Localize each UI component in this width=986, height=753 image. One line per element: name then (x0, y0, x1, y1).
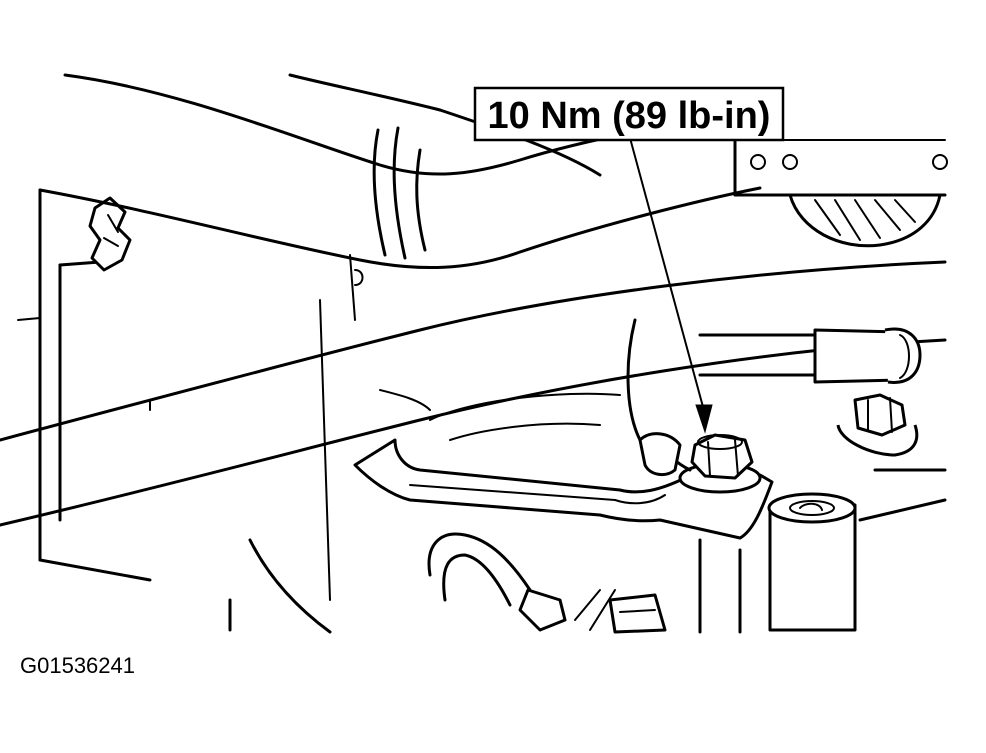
connector (626, 318, 692, 477)
torque-callout: 10 Nm (89 lb-in) (473, 86, 785, 142)
engine-block (288, 73, 948, 248)
torque-label: 10 Nm (89 lb-in) (488, 95, 771, 137)
lower-connectors (574, 589, 667, 634)
right-hose-fitting (698, 327, 922, 384)
bracket (353, 438, 774, 540)
callout-leader (629, 137, 713, 434)
left-panel (17, 188, 152, 582)
bracket-bolt-icon (678, 433, 762, 494)
right-bolt-icon (836, 393, 919, 457)
figure-id: G01536241 (20, 653, 135, 678)
arrowhead-icon (695, 404, 713, 434)
lower-hose (427, 532, 567, 632)
cylinder-post (767, 492, 857, 632)
wing-nut-icon (88, 196, 132, 272)
main-tube (0, 254, 947, 601)
lower-structure (228, 389, 947, 634)
